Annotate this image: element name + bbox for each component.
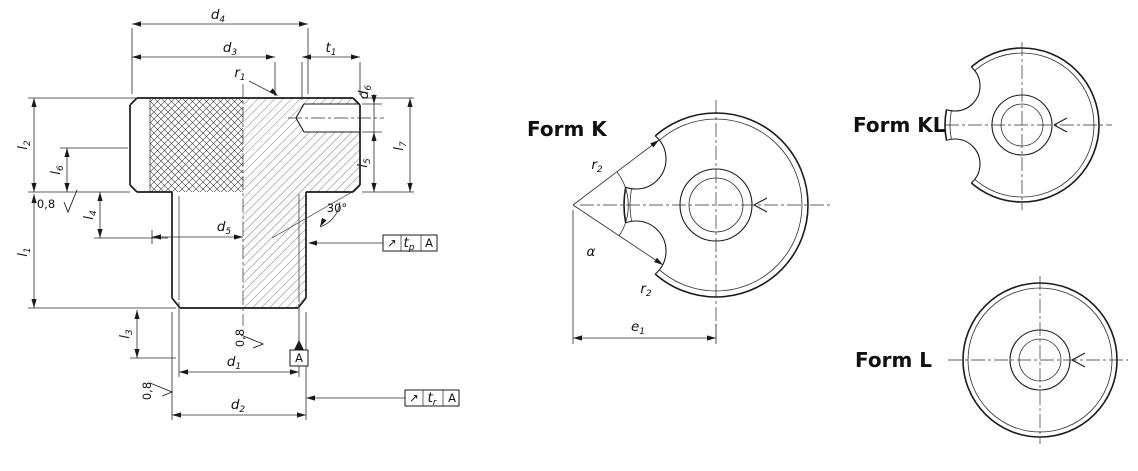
dim-label-d3: d3 [223,40,238,58]
datum-label: A [295,351,303,365]
surface-roughness-label: 0,8 [140,382,154,400]
form-l-view: Form L [855,276,1128,444]
direction-arrow-icon [753,197,768,213]
dim-label-l2: l2 [15,140,33,150]
form-kl-view: Form KL [853,42,1112,210]
surface-roughness-label: 0,8 [233,329,247,347]
dim-label-d4: d4 [211,7,226,25]
dim-label-d5: d5 [217,219,232,237]
dim-label-alpha: α [587,244,596,260]
dim-label-r2: r2 [591,157,603,175]
svg-text:tp: tp [403,235,414,253]
dim-label-l5: l5 [355,158,373,168]
surface-finish-icon [63,189,78,213]
dim-label-r1: r1 [234,65,245,83]
section-hatch [243,98,360,308]
dim-label-e1: e1 [631,319,645,337]
surface-roughness-label: 0,8 [37,197,55,211]
form-k-label: Form K [527,117,608,141]
dim-label-d6: d6 [356,85,374,100]
datum-triangle-icon [294,340,304,350]
direction-arrow-icon [1071,352,1086,368]
svg-text:A: A [425,236,433,250]
dim-label-l3: l3 [117,329,135,339]
dim-label-t1: t1 [325,40,336,58]
dim-label-r2: r2 [640,281,652,299]
form-l-label: Form L [855,348,932,372]
direction-arrow-icon [1053,117,1068,133]
svg-text:A: A [448,391,456,405]
dim-label-l7: l7 [391,141,409,151]
part-outline [129,97,361,309]
runout-icon: ↗ [409,391,419,405]
dim-label-d2: d2 [231,397,246,415]
dim-label-l1: l1 [15,247,33,257]
extension-lines [28,28,414,420]
knurl-pattern [150,98,243,192]
tolerance-frame-tp: ↗ tp A [382,234,438,253]
dim-label-l6: l6 [48,165,66,175]
form-kl-label: Form KL [853,113,946,137]
runout-icon: ↗ [387,236,397,250]
svg-text:tr: tr [428,390,438,408]
dim-label-l4: l4 [81,210,99,220]
angle-label: 30° [327,201,347,215]
form-k-view: Form K r2 α r2 e1 [527,100,830,344]
datum-box [289,349,309,367]
dim-label-d1: d1 [227,354,241,372]
section-view: d4 d3 t1 r1 d6 l5 l7 l2 l1 l6 l4 l3 d5 3… [15,7,460,420]
tolerance-frame-tr: ↗ tr A [404,389,460,408]
